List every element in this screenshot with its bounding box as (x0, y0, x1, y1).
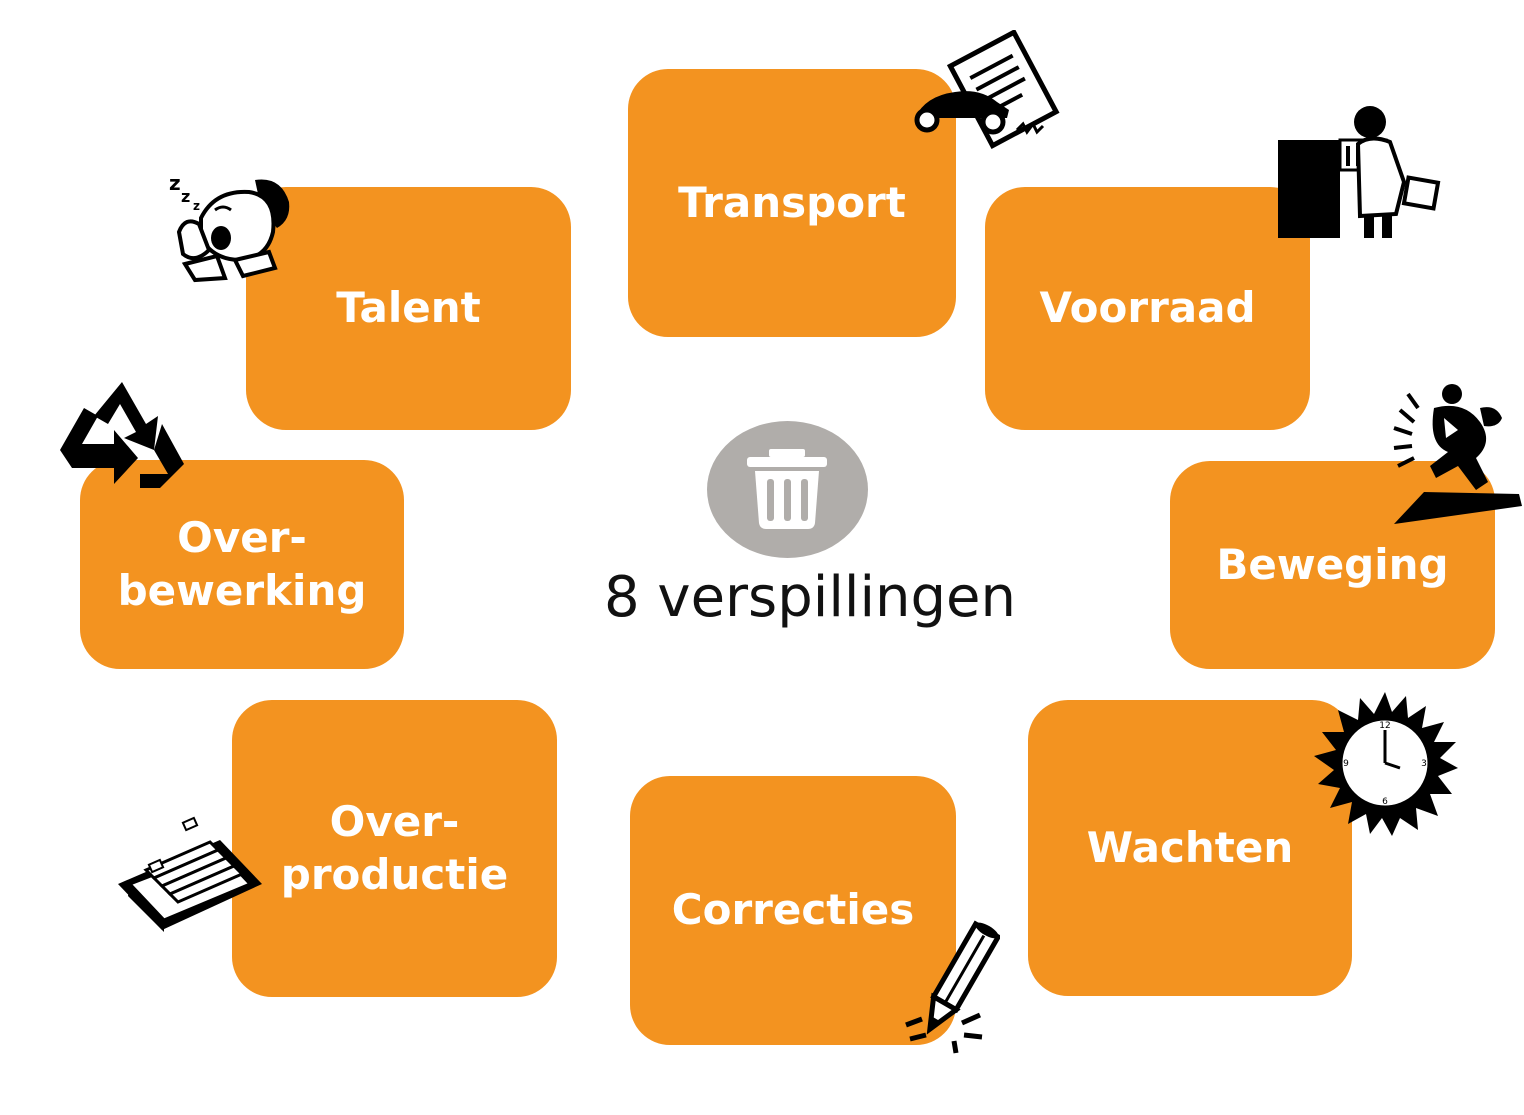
car-document-icon (914, 30, 1060, 149)
card-file-box-icon (118, 816, 262, 932)
waste-label: Beweging (1216, 539, 1449, 589)
yawning-man-icon: z z z (169, 171, 290, 283)
waste-label: Correcties (671, 885, 915, 935)
waste-wachten: Wachten (1028, 700, 1352, 996)
waste-label: Talent (336, 283, 481, 333)
svg-text:6: 6 (1382, 797, 1388, 807)
trash-icon (747, 449, 827, 529)
recycle-icon (60, 382, 184, 488)
waste-label: Transport (678, 177, 906, 227)
svg-text:z: z (181, 187, 190, 206)
waste-label: Wachten (1086, 822, 1294, 872)
svg-text:3: 3 (1421, 759, 1427, 769)
waste-label-line1: Over- (329, 797, 460, 846)
waste-transport: Transport (628, 69, 956, 337)
waste-overproductie: Over- productie (232, 700, 557, 997)
svg-text:12: 12 (1379, 721, 1390, 731)
clock-icon: 12 3 6 9 (1314, 692, 1458, 836)
svg-text:z: z (193, 199, 200, 213)
svg-text:z: z (169, 171, 181, 195)
waste-label: Voorraad (1039, 283, 1256, 333)
pencil-icon (905, 920, 1000, 1054)
waste-label-line1: Over- (177, 513, 307, 562)
running-man-icon (1393, 384, 1522, 524)
center-circle (707, 421, 868, 558)
diagram-title: 8 verspillingen (604, 565, 1016, 630)
svg-text:9: 9 (1343, 759, 1349, 769)
waste-label-line2: bewerking (117, 565, 367, 615)
waste-voorraad: Voorraad (985, 187, 1310, 430)
waste-label-line2: productie (280, 849, 509, 899)
waste-overbewerking: Over- bewerking (80, 460, 404, 669)
waste-correcties: Correcties (630, 776, 956, 1045)
warehouse-worker-icon (1278, 106, 1441, 238)
waste-talent: Talent (246, 187, 571, 430)
